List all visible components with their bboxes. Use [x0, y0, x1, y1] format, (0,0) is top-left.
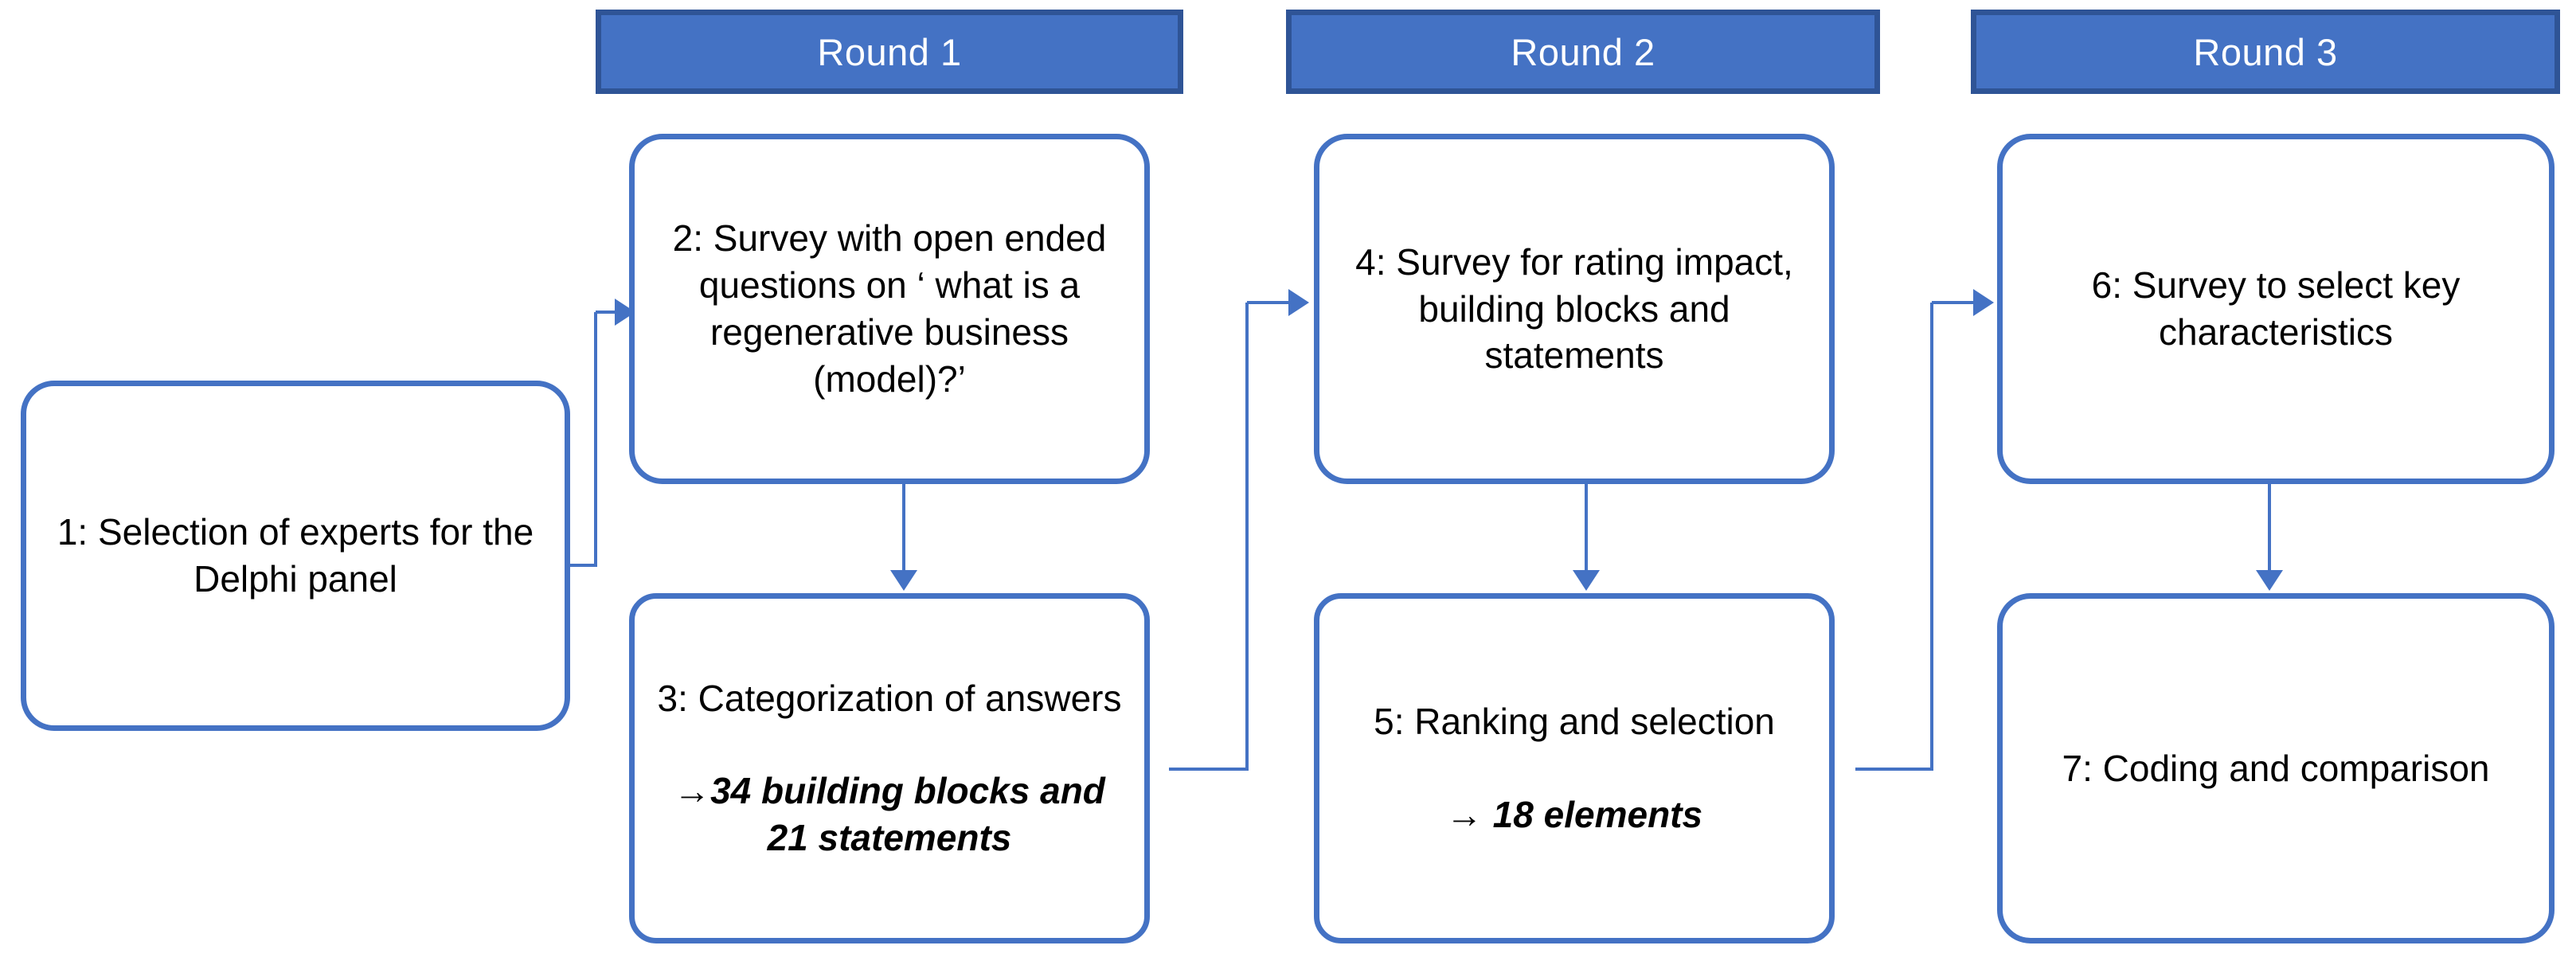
round-header-1-label: Round 1: [817, 30, 962, 73]
process-node-step-7[interactable]: 7: Coding and comparison: [1997, 593, 2555, 943]
connector-2-3-arrowhead-icon: [890, 570, 917, 591]
connector-6-7-vertical: [2268, 482, 2271, 573]
process-node-step-7-label: 7: Coding and comparison: [2062, 747, 2490, 789]
process-node-step-2[interactable]: 2: Survey with open ended questions on ‘…: [629, 134, 1150, 484]
connector-2-3-vertical: [902, 482, 905, 573]
process-node-step-2-label: 2: Survey with open ended questions on ‘…: [672, 217, 1107, 400]
process-node-step-6[interactable]: 6: Survey to select key characteristics: [1997, 134, 2555, 484]
round-header-2: Round 2: [1286, 10, 1880, 94]
connector-6-7-arrowhead-icon: [2256, 570, 2283, 591]
connector-5-6-vertical: [1930, 303, 1933, 771]
process-node-step-4[interactable]: 4: Survey for rating impact, building bl…: [1314, 134, 1835, 484]
round-header-3: Round 3: [1971, 10, 2560, 94]
connector-1-2-horizontal: [596, 311, 624, 314]
connector-3-4-vertical: [1245, 303, 1249, 771]
connector-1-2-vertical: [594, 312, 597, 565]
connector-5-6-horizontal-upper: [1932, 301, 1981, 304]
process-node-step-5[interactable]: 5: Ranking and selection → 18 elements: [1314, 593, 1835, 943]
connector-3-4-arrowhead-icon: [1288, 289, 1309, 316]
connector-3-4-horizontal-upper: [1247, 301, 1296, 304]
round-header-1: Round 1: [596, 10, 1183, 94]
connector-5-6-arrowhead-icon: [1973, 289, 1994, 316]
process-node-step-4-label: 4: Survey for rating impact, building bl…: [1355, 240, 1793, 377]
process-node-step-6-label: 6: Survey to select key characteristics: [2091, 264, 2461, 353]
process-node-step-3-result: →34 building blocks and 21 statements: [674, 770, 1105, 859]
connector-5-6-horizontal-lower: [1855, 768, 1933, 771]
process-node-step-1-label: 1: Selection of experts for the Delphi p…: [57, 511, 534, 600]
connector-1-2-stub-left: [557, 564, 597, 567]
round-header-3-label: Round 3: [2193, 30, 2338, 73]
connector-4-5-vertical: [1585, 482, 1588, 573]
process-node-step-3-label: 3: Categorization of answers: [657, 677, 1122, 719]
connector-4-5-arrowhead-icon: [1573, 570, 1600, 591]
round-header-2-label: Round 2: [1511, 30, 1655, 73]
process-node-step-1[interactable]: 1: Selection of experts for the Delphi p…: [21, 381, 570, 731]
connector-3-4-horizontal-lower: [1169, 768, 1249, 771]
process-node-step-5-result: → 18 elements: [1445, 793, 1703, 835]
process-node-step-5-label: 5: Ranking and selection: [1374, 701, 1775, 743]
process-node-step-3[interactable]: 3: Categorization of answers →34 buildin…: [629, 593, 1150, 943]
